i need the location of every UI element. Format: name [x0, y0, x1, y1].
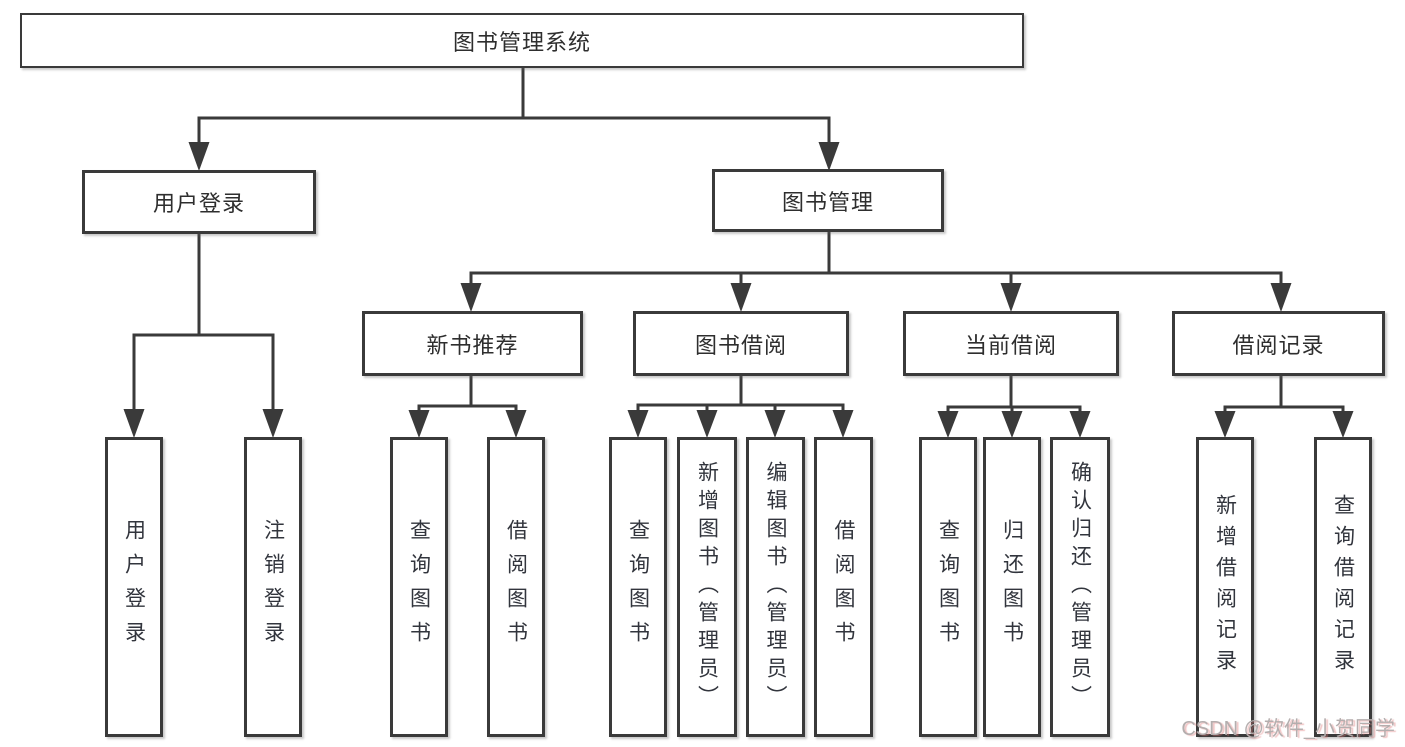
- leaf-edit-books-admin: 编辑图书（管理员）: [746, 437, 805, 737]
- leaf-logout: 注销登录: [244, 437, 302, 737]
- csdn-watermark: CSDN @软件_小贺同学: [1181, 718, 1395, 740]
- node-user-login: 用户登录: [82, 170, 316, 234]
- leaf-return-books-label: 归还图书: [1000, 519, 1024, 655]
- node-book-management-label: 图书管理: [781, 189, 874, 215]
- node-user-login-label: 用户登录: [152, 191, 245, 216]
- root-node-library-management-system: 图书管理系统: [20, 13, 1024, 68]
- node-book-borrowing-label: 图书借阅: [694, 332, 787, 358]
- node-current-borrowing: 当前借阅: [903, 311, 1119, 376]
- leaf-user-login-label: 用户登录: [122, 519, 146, 655]
- leaf-borrow-books-recommend: 借阅图书: [487, 437, 545, 737]
- leaf-query-books-borrow-label: 查询图书: [626, 519, 650, 655]
- leaf-confirm-return-admin-label: 确认归还（管理员）: [1068, 461, 1092, 713]
- leaf-add-borrow-record: 新增借阅记录: [1196, 437, 1254, 737]
- node-book-management: 图书管理: [712, 169, 944, 232]
- leaf-query-books-recommend: 查询图书: [390, 437, 448, 737]
- node-borrowing-records-label: 借阅记录: [1232, 332, 1325, 358]
- leaf-borrow-books: 借阅图书: [814, 437, 873, 737]
- leaf-confirm-return-admin: 确认归还（管理员）: [1050, 437, 1110, 737]
- root-node-label: 图书管理系统: [452, 29, 591, 55]
- leaf-edit-books-admin-label: 编辑图书（管理员）: [764, 461, 787, 713]
- leaf-borrow-books-recommend-label: 借阅图书: [504, 519, 528, 655]
- leaf-query-borrow-record: 查询借阅记录: [1314, 437, 1372, 737]
- leaf-add-books-admin-label: 新增图书（管理员）: [695, 461, 719, 713]
- leaf-add-books-admin: 新增图书（管理员）: [677, 437, 737, 737]
- node-book-borrowing: 图书借阅: [633, 311, 849, 376]
- leaf-query-books-recommend-label: 查询图书: [407, 519, 431, 655]
- node-borrowing-records: 借阅记录: [1172, 311, 1385, 376]
- node-new-book-recommendation: 新书推荐: [362, 311, 583, 376]
- leaf-query-books-current-label: 查询图书: [936, 519, 960, 655]
- leaf-logout-label: 注销登录: [261, 519, 285, 655]
- leaf-query-books-borrow: 查询图书: [609, 437, 667, 737]
- leaf-add-borrow-record-label: 新增借阅记录: [1213, 494, 1237, 680]
- node-current-borrowing-label: 当前借阅: [964, 332, 1057, 358]
- leaf-query-books-current: 查询图书: [919, 437, 977, 737]
- leaf-borrow-books-label: 借阅图书: [832, 519, 855, 655]
- leaf-return-books: 归还图书: [983, 437, 1041, 737]
- node-new-book-recommendation-label: 新书推荐: [426, 332, 519, 358]
- leaf-user-login: 用户登录: [105, 437, 163, 737]
- leaf-query-borrow-record-label: 查询借阅记录: [1331, 494, 1355, 680]
